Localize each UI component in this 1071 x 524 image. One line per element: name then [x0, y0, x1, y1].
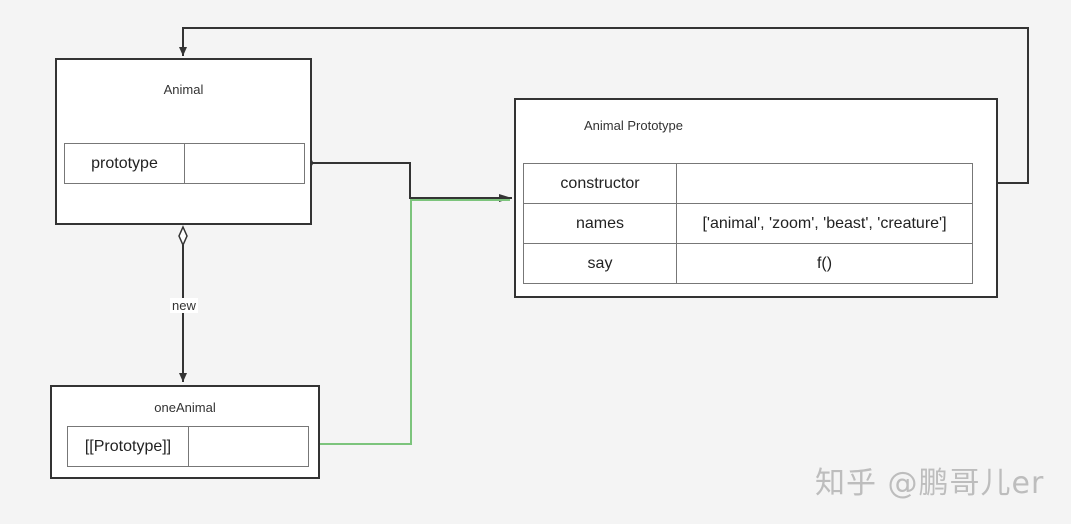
constructor-key-cell: constructor	[523, 163, 677, 204]
prototype-link-line	[310, 162, 512, 202]
one-animal-title: oneAnimal	[154, 400, 216, 415]
one-animal-prototype-key-cell: [[Prototype]]	[67, 426, 189, 467]
proto-chain-link-line	[312, 199, 510, 445]
constructor-value-cell	[676, 163, 973, 204]
aggregation-diamond	[178, 225, 188, 247]
names-value-cell: ['animal', 'zoom', 'beast', 'creature']	[676, 203, 973, 244]
one-animal-prototype-value-cell	[188, 426, 309, 467]
constructor-link-line	[179, 27, 1029, 184]
say-value-cell: f()	[676, 243, 973, 284]
animal-title: Animal	[163, 82, 204, 97]
animal-prototype-title: Animal Prototype	[584, 118, 683, 133]
animal-box: Animal prototype	[55, 58, 312, 225]
say-key-cell: say	[523, 243, 677, 284]
watermark-text: 知乎 @鹏哥儿er	[815, 466, 1045, 501]
animal-prototype-box: Animal Prototype constructor names ['ani…	[514, 98, 998, 298]
animal-prototype-key-cell: prototype	[64, 143, 185, 184]
names-key-cell: names	[523, 203, 677, 244]
animal-prototype-value-cell	[184, 143, 305, 184]
new-edge-label: new	[170, 298, 198, 313]
one-animal-box: oneAnimal [[Prototype]]	[50, 385, 320, 479]
